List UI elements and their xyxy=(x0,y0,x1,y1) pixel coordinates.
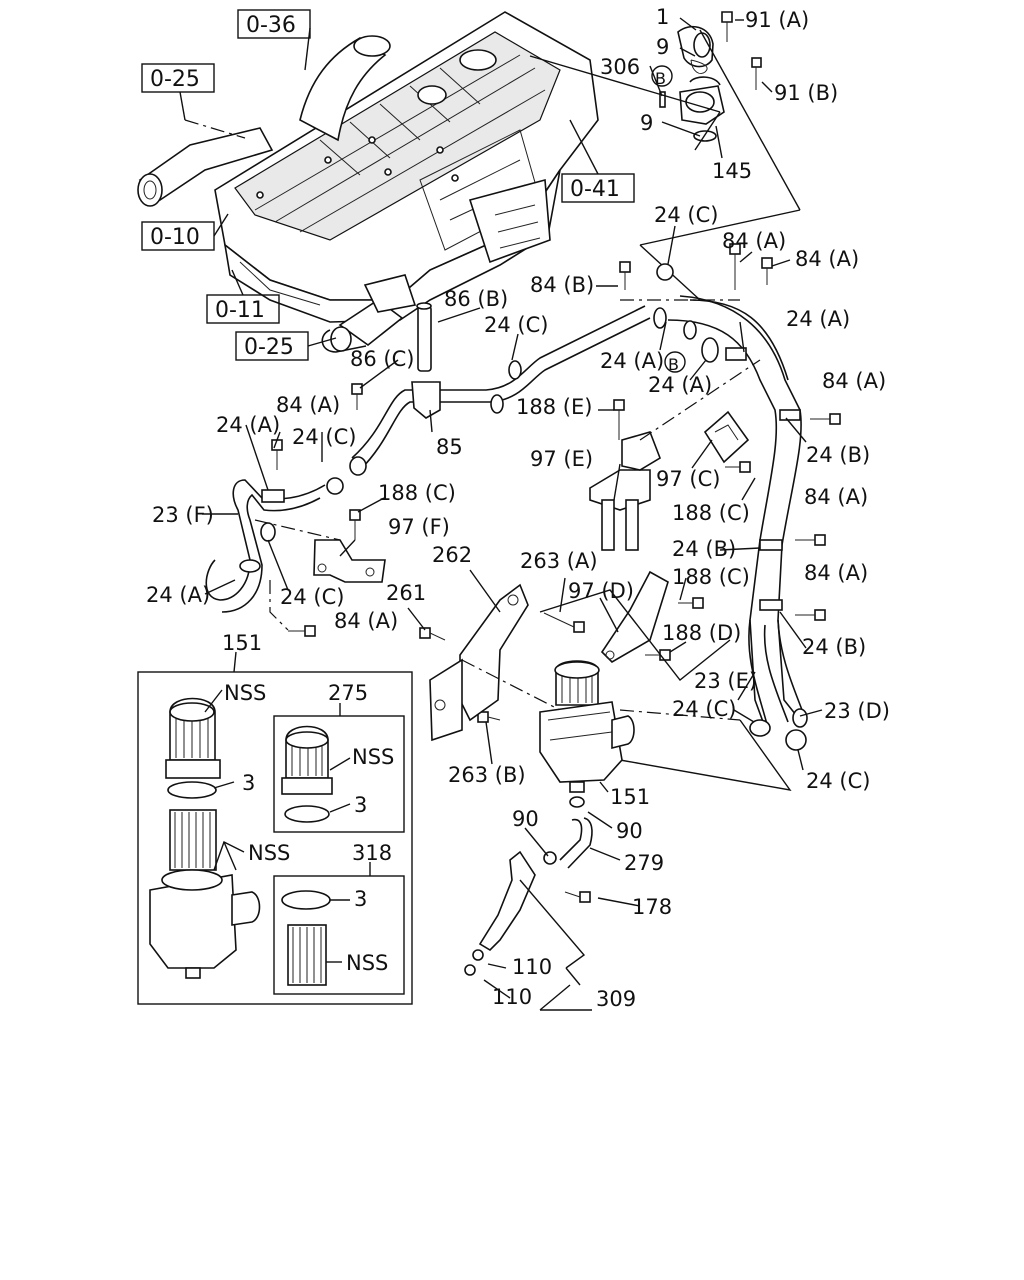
inset-panel-318 xyxy=(273,875,405,995)
callout-24b-1[interactable]: 24 (B) xyxy=(806,443,870,467)
callout-24c-1[interactable]: 24 (C) xyxy=(654,203,718,227)
callout-24c-2[interactable]: 24 (C) xyxy=(484,313,548,337)
callout-279[interactable]: 279 xyxy=(624,851,664,875)
ref-box-0-25-top[interactable]: 0-25 xyxy=(141,63,215,93)
callout-23f[interactable]: 23 (F) xyxy=(152,503,214,527)
callout-90-1[interactable]: 90 xyxy=(512,807,539,831)
svg-text:0-41: 0-41 xyxy=(570,177,620,202)
callout-24a-3[interactable]: 24 (A) xyxy=(648,373,712,397)
callout-318[interactable]: 318 xyxy=(352,841,392,865)
callout-84a-4[interactable]: 84 (A) xyxy=(276,393,340,417)
drain-pipe-assembly xyxy=(464,817,593,976)
callout-24c-4[interactable]: 24 (C) xyxy=(280,585,344,609)
callout-84b[interactable]: 84 (B) xyxy=(530,273,594,297)
callout-97e[interactable]: 97 (E) xyxy=(530,447,593,471)
svg-text:0-25: 0-25 xyxy=(150,67,200,92)
callout-145[interactable]: 145 xyxy=(712,159,752,183)
inset-panel-151 xyxy=(137,651,413,1005)
callout-24a-4[interactable]: 24 (A) xyxy=(216,413,280,437)
callout-nss-3[interactable]: NSS xyxy=(248,841,290,865)
coolant-filter-main[interactable] xyxy=(539,660,635,808)
callout-24c-3[interactable]: 24 (C) xyxy=(292,425,356,449)
callout-188d[interactable]: 188 (D) xyxy=(662,621,741,645)
callout-23d[interactable]: 23 (D) xyxy=(824,699,890,723)
callout-24a-2[interactable]: 24 (A) xyxy=(600,349,664,373)
svg-text:0-25: 0-25 xyxy=(244,335,294,360)
callout-188c-2[interactable]: 188 (C) xyxy=(672,501,750,525)
callout-91b[interactable]: 91 (B) xyxy=(774,81,838,105)
callout-84a-5[interactable]: 84 (A) xyxy=(804,485,868,509)
engine-assembly xyxy=(137,11,599,353)
inset-panel-275 xyxy=(273,715,405,833)
callout-86b[interactable]: 86 (B) xyxy=(444,287,508,311)
callout-188e[interactable]: 188 (E) xyxy=(516,395,592,419)
callout-24b-2[interactable]: 24 (B) xyxy=(672,537,736,561)
callout-24b-3[interactable]: 24 (B) xyxy=(802,635,866,659)
callout-91a[interactable]: 91 (A) xyxy=(745,8,809,32)
callout-labels: 1 91 (A) 9 306 B 91 (B) 9 145 24 (C) 84 … xyxy=(146,5,890,1011)
callout-nss-1[interactable]: NSS xyxy=(224,681,266,705)
callout-84a-3[interactable]: 84 (A) xyxy=(822,369,886,393)
callout-24c-5[interactable]: 24 (C) xyxy=(672,697,736,721)
callout-263a[interactable]: 263 (A) xyxy=(520,549,598,573)
callout-97f[interactable]: 97 (F) xyxy=(388,515,450,539)
callout-90-2[interactable]: 90 xyxy=(616,819,643,843)
callout-85[interactable]: 85 xyxy=(436,435,463,459)
coolant-hoses xyxy=(205,263,808,751)
callout-110-1[interactable]: 110 xyxy=(512,955,552,979)
callout-151-inset[interactable]: 151 xyxy=(222,631,262,655)
callout-3-3[interactable]: 3 xyxy=(354,887,367,911)
brackets-and-bolts xyxy=(254,243,841,903)
callout-nss-4[interactable]: NSS xyxy=(346,951,388,975)
callout-178[interactable]: 178 xyxy=(632,895,672,919)
callout-84a-6[interactable]: 84 (A) xyxy=(804,561,868,585)
callout-262[interactable]: 262 xyxy=(432,543,472,567)
callout-3-2[interactable]: 3 xyxy=(354,793,367,817)
callout-309[interactable]: 309 xyxy=(596,987,636,1011)
callout-110-2[interactable]: 110 xyxy=(492,985,532,1009)
callout-23e[interactable]: 23 (E) xyxy=(694,669,757,693)
callout-24a-5[interactable]: 24 (A) xyxy=(146,583,210,607)
callout-24a-1[interactable]: 24 (A) xyxy=(786,307,850,331)
reference-boxes: 0-36 0-25 0-41 0-10 0-11 0-25 xyxy=(141,9,635,361)
callout-86c[interactable]: 86 (C) xyxy=(350,347,414,371)
callout-9a[interactable]: 9 xyxy=(656,35,669,59)
callout-84a-1[interactable]: 84 (A) xyxy=(722,229,786,253)
callout-97d[interactable]: 97 (D) xyxy=(568,579,634,603)
callout-263b[interactable]: 263 (B) xyxy=(448,763,526,787)
callout-24c-6[interactable]: 24 (C) xyxy=(806,769,870,793)
callout-3-1[interactable]: 3 xyxy=(242,771,255,795)
svg-text:0-11: 0-11 xyxy=(215,298,265,323)
callout-188c-1[interactable]: 188 (C) xyxy=(378,481,456,505)
callout-275[interactable]: 275 xyxy=(328,681,368,705)
ref-box-0-25-bottom[interactable]: 0-25 xyxy=(235,331,309,361)
callout-b-circle-2[interactable]: B xyxy=(668,355,679,374)
callout-nss-2[interactable]: NSS xyxy=(352,745,394,769)
ref-box-0-36[interactable]: 0-36 xyxy=(237,9,311,39)
svg-text:0-36: 0-36 xyxy=(246,13,296,38)
ref-box-0-11[interactable]: 0-11 xyxy=(206,294,280,324)
callout-9b[interactable]: 9 xyxy=(640,111,653,135)
callout-84a-2[interactable]: 84 (A) xyxy=(795,247,859,271)
ref-box-0-41[interactable]: 0-41 xyxy=(561,173,635,203)
callout-151-pump[interactable]: 151 xyxy=(610,785,650,809)
callout-261[interactable]: 261 xyxy=(386,581,426,605)
callout-188c-3[interactable]: 188 (C) xyxy=(672,565,750,589)
ref-box-0-10[interactable]: 0-10 xyxy=(141,221,215,251)
callout-leaders xyxy=(202,17,823,1011)
callout-1[interactable]: 1 xyxy=(656,5,669,29)
callout-b-circle-1[interactable]: B xyxy=(655,69,666,88)
svg-text:0-10: 0-10 xyxy=(150,225,200,250)
callout-84a-7[interactable]: 84 (A) xyxy=(334,609,398,633)
callout-306[interactable]: 306 xyxy=(600,55,640,79)
callout-97c[interactable]: 97 (C) xyxy=(656,467,720,491)
